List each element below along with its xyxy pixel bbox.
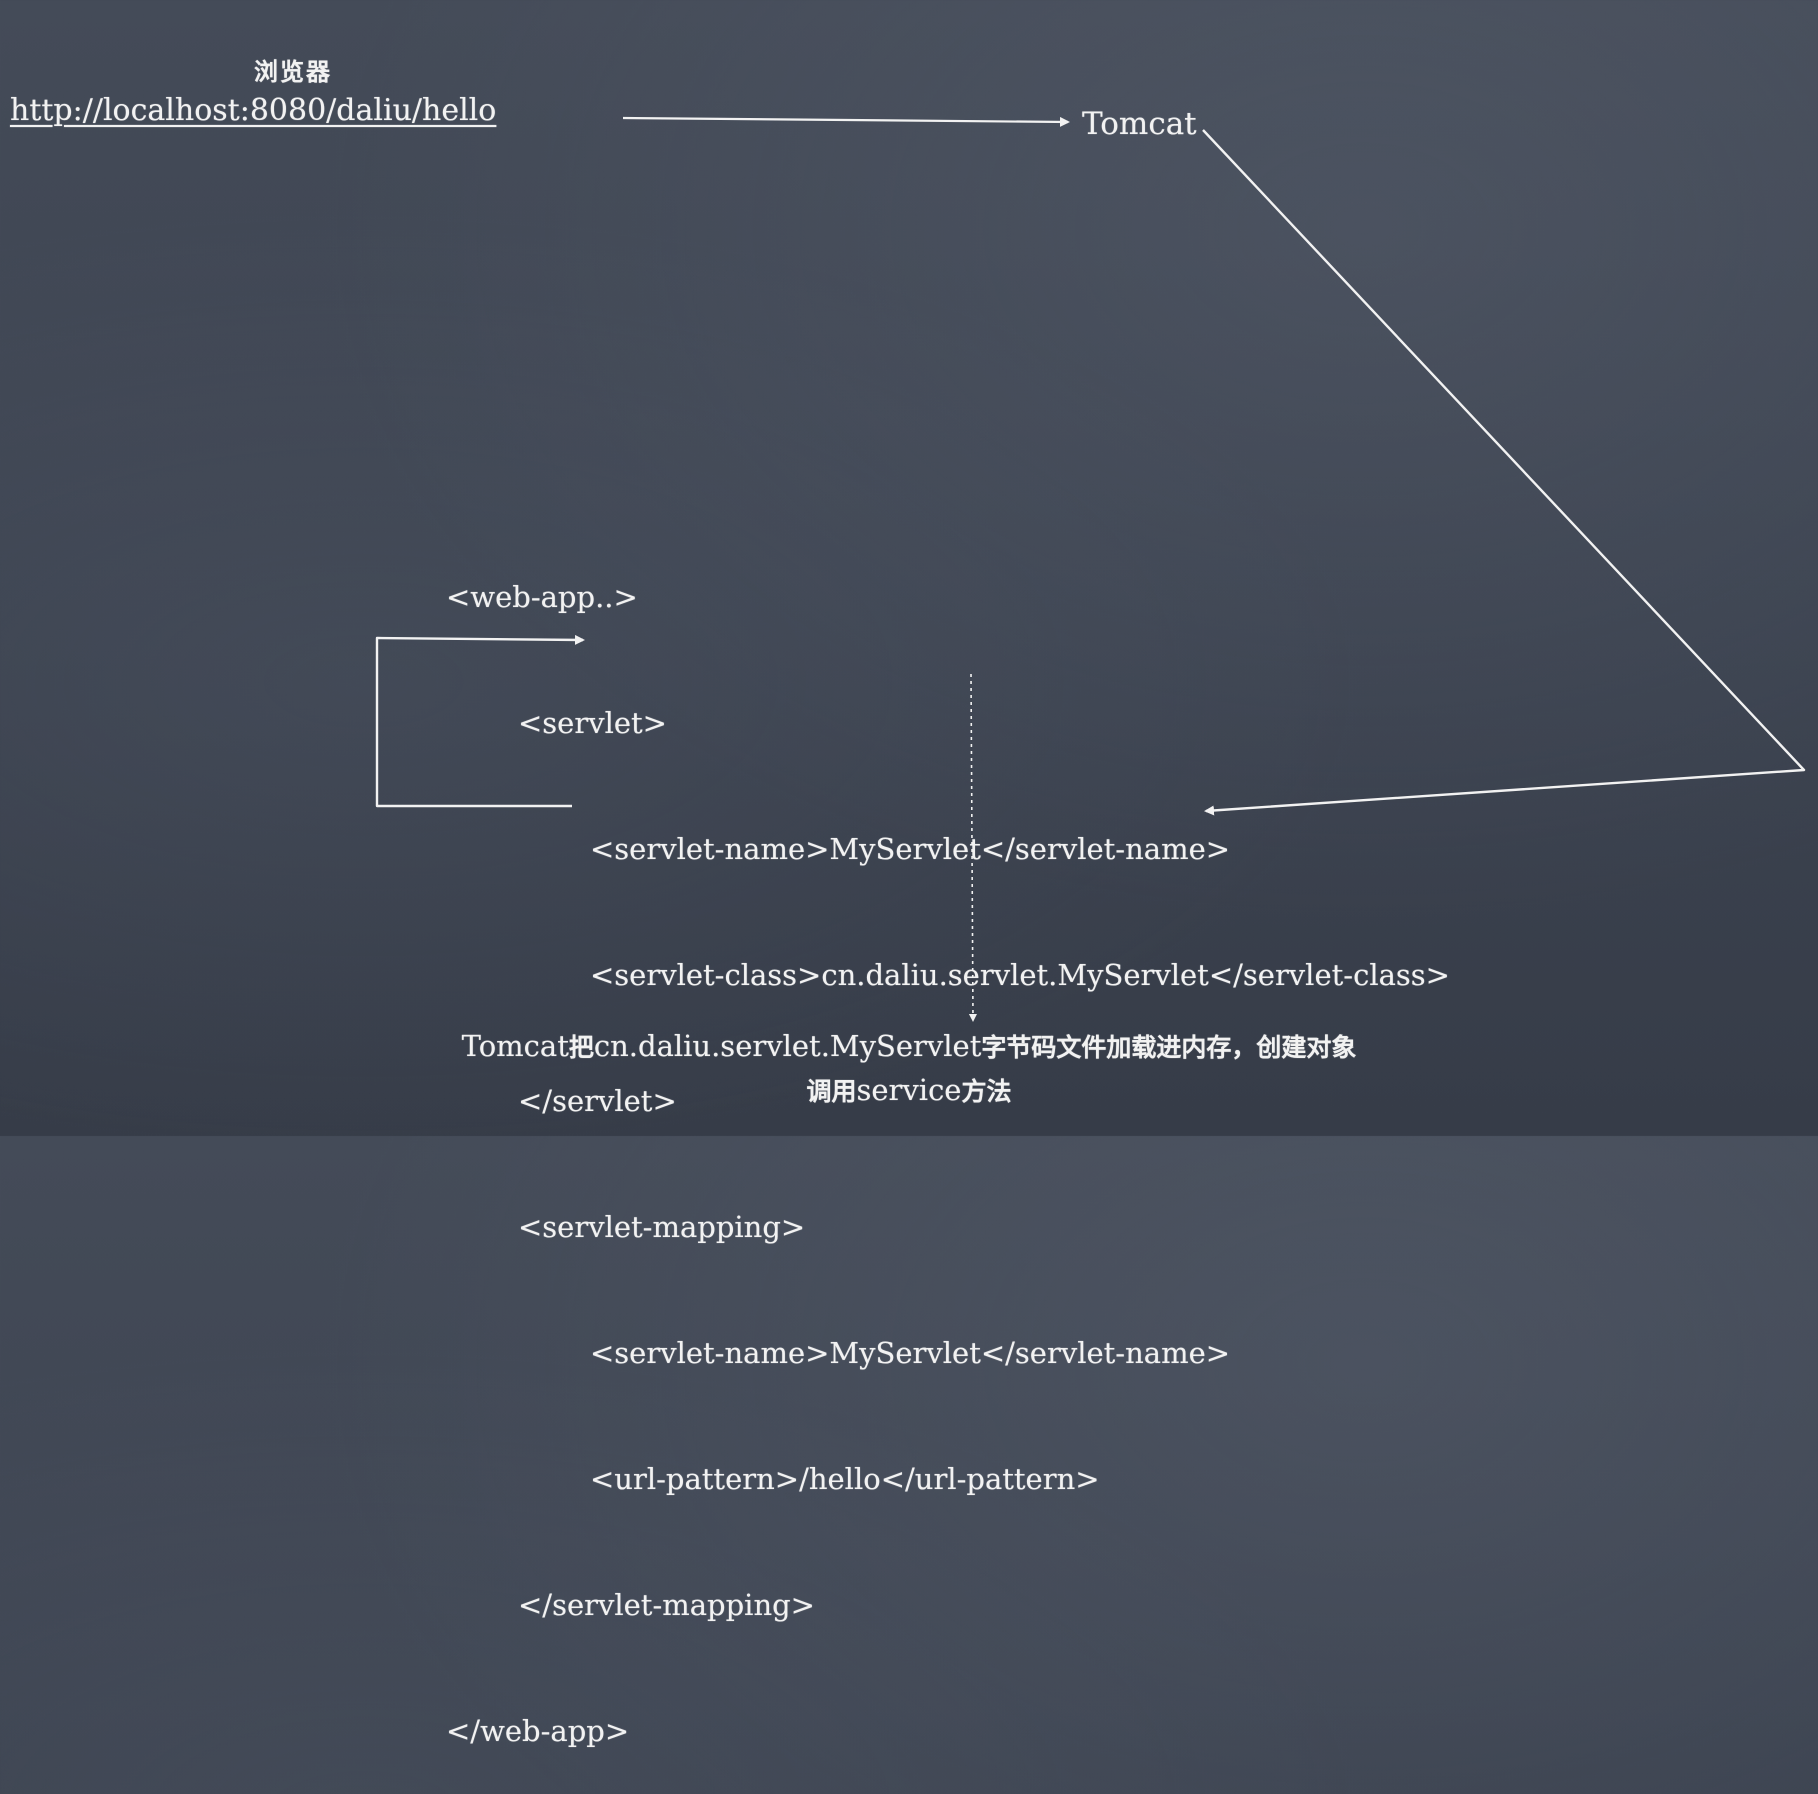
xml-line-servlet-open: <servlet> [518, 706, 667, 740]
xml-line-servlet-mapping-open: <servlet-mapping> [518, 1210, 806, 1244]
xml-line-servlet-mapping-close: </servlet-mapping> [518, 1588, 815, 1622]
result-line-1: Tomcat把cn.daliu.servlet.MyServlet字节码文件加载… [0, 1025, 1818, 1069]
result-class-name: cn.daliu.servlet.MyServlet [593, 1029, 982, 1063]
xml-line-servlet-class: <servlet-class>cn.daliu.servlet.MyServle… [590, 958, 1450, 992]
connector-layer [375, 116, 1806, 1022]
result-description: 字节码文件加载进内存，创建对象 [981, 1033, 1357, 1062]
xml-line-web-app-close: </web-app> [446, 1714, 630, 1748]
arrow-tomcat-to-url-pattern [1202, 129, 1806, 816]
result-line-2: 调用service方法 [0, 1069, 1818, 1113]
result-verb: 把 [568, 1033, 594, 1062]
result-call: 调用 [806, 1077, 857, 1106]
result-text: Tomcat把cn.daliu.servlet.MyServlet字节码文件加载… [0, 1025, 1818, 1113]
result-method-suffix: 方法 [961, 1077, 1012, 1106]
arrow-url-pattern-to-servlet-class [375, 634, 585, 808]
arrow-servlet-class-to-result [968, 673, 977, 1022]
result-tomcat: Tomcat [461, 1029, 569, 1063]
xml-line-url-pattern: <url-pattern>/hello</url-pattern> [590, 1462, 1100, 1496]
browser-url: http://localhost:8080/daliu/hello [10, 93, 497, 128]
xml-line-mapping-servlet-name: <servlet-name>MyServlet</servlet-name> [590, 1336, 1231, 1370]
tomcat-label: Tomcat [1082, 106, 1197, 142]
browser-label: 浏览器 [254, 58, 332, 86]
xml-line-servlet-close: </servlet> [518, 1084, 677, 1118]
xml-line-web-app-open: <web-app..> [446, 580, 638, 614]
result-method-name: service [856, 1073, 962, 1107]
xml-line-servlet-name: <servlet-name>MyServlet</servlet-name> [590, 832, 1231, 866]
web-xml-block: <web-app..> <servlet> <servlet-name>MySe… [446, 492, 1450, 1794]
arrow-url-to-tomcat [622, 116, 1070, 127]
